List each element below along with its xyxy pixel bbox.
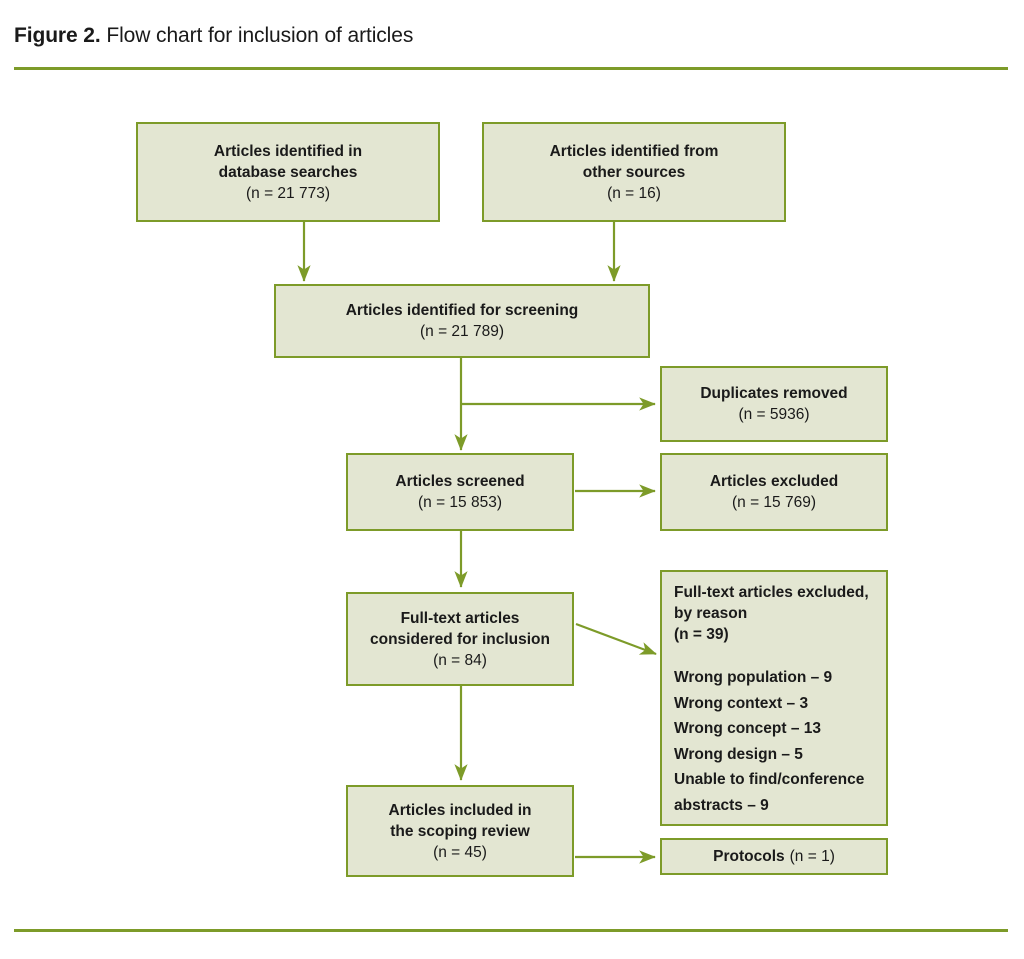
- node-identified-screening: Articles identified for screening (n = 2…: [274, 284, 650, 358]
- node-protocols: Protocols (n = 1): [660, 838, 888, 875]
- node-title: Full-text articles considered for inclus…: [370, 609, 550, 648]
- node-articles-included: Articles included in the scoping review …: [346, 785, 574, 877]
- divider-top: [14, 67, 1008, 70]
- node-title: Full-text articles excluded, by reason: [674, 584, 869, 622]
- figure-caption: Flow chart for inclusion of articles: [106, 24, 414, 47]
- node-title: Articles excluded: [709, 473, 839, 490]
- node-count: (n = 45): [433, 843, 487, 861]
- figure-label: Figure 2.: [14, 24, 101, 47]
- node-fulltext-excluded: Full-text articles excluded, by reason (…: [660, 570, 888, 826]
- node-count: (n = 21 773): [245, 184, 331, 202]
- node-count: (n = 1): [789, 848, 835, 865]
- node-title: Articles identified for screening: [345, 302, 579, 319]
- node-title: Duplicates removed: [700, 385, 848, 402]
- node-identified-database: Articles identified in database searches…: [136, 122, 440, 222]
- node-count: (n = 15 853): [417, 494, 503, 511]
- node-count: (n = 21 789): [419, 323, 505, 340]
- node-title: Articles identified from other sources: [549, 142, 719, 181]
- node-identified-other: Articles identified from other sources (…: [482, 122, 786, 222]
- node-title: Protocols: [713, 848, 785, 865]
- node-count: (n = 39): [674, 626, 729, 643]
- node-articles-excluded: Articles excluded (n = 15 769): [660, 453, 888, 531]
- node-articles-screened: Articles screened (n = 15 853): [346, 453, 574, 531]
- node-duplicates-removed: Duplicates removed (n = 5936): [660, 366, 888, 442]
- exclusion-reason-list: Wrong population – 9 Wrong context – 3 W…: [674, 669, 865, 814]
- node-count: (n = 16): [607, 184, 661, 202]
- node-title: Articles identified in database searches: [213, 142, 363, 181]
- node-count: (n = 5936): [738, 406, 810, 423]
- page-title: Figure 2. Flow chart for inclusion of ar…: [14, 22, 413, 50]
- node-title: Articles screened: [395, 473, 525, 490]
- node-fulltext-considered: Full-text articles considered for inclus…: [346, 592, 574, 686]
- divider-bottom: [14, 929, 1008, 932]
- node-count: (n = 84): [433, 651, 487, 669]
- node-count: (n = 15 769): [731, 494, 817, 511]
- node-title: Articles included in the scoping review: [388, 801, 532, 840]
